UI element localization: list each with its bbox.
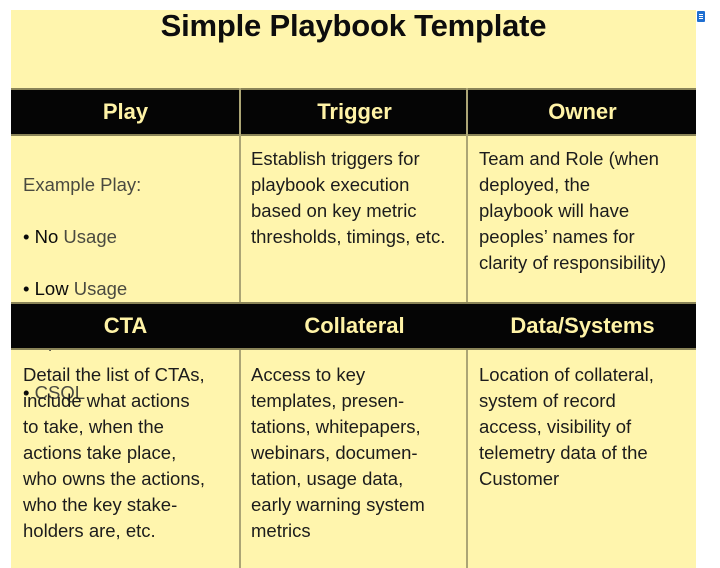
item-keyword: Low (34, 278, 69, 299)
header-collateral: Collateral (304, 313, 405, 338)
item-keyword: No (34, 226, 59, 247)
list-item: • CSQL (23, 380, 237, 406)
bullet: • (23, 226, 30, 247)
playbook-panel: Simple Playbook Template Play Trigger Ow… (11, 10, 696, 568)
item-text: Usage (68, 278, 128, 299)
header-row-1: Play Trigger Owner (11, 88, 696, 136)
header-row-2: CTA Collateral Data/Systems (11, 302, 696, 350)
header-data-systems: Data/Systems (510, 313, 655, 338)
cell-cta: Detail the list of CTAs, include what ac… (23, 364, 206, 541)
cell-owner: Team and Role (when deployed, the playbo… (479, 148, 667, 273)
item-text: CSQL (34, 382, 86, 403)
list-item: • Low Usage (23, 276, 237, 302)
cell-trigger: Establish triggers for playbook executio… (251, 148, 446, 247)
cell-data-systems: Location of collateral, system of record… (479, 364, 654, 489)
bullet: • (23, 382, 30, 403)
header-owner: Owner (548, 99, 617, 124)
list-item: • No Usage (23, 224, 237, 250)
cell-collateral: Access to key templates, presen- tations… (251, 364, 425, 541)
example-play-label: Example Play: (23, 174, 142, 195)
item-text: Usage (58, 226, 117, 247)
document-icon[interactable] (697, 11, 705, 22)
header-cta: CTA (103, 313, 148, 338)
page-title: Simple Playbook Template (160, 8, 547, 43)
bullet: • (23, 278, 30, 299)
header-trigger: Trigger (317, 99, 392, 124)
header-play: Play (102, 99, 149, 124)
